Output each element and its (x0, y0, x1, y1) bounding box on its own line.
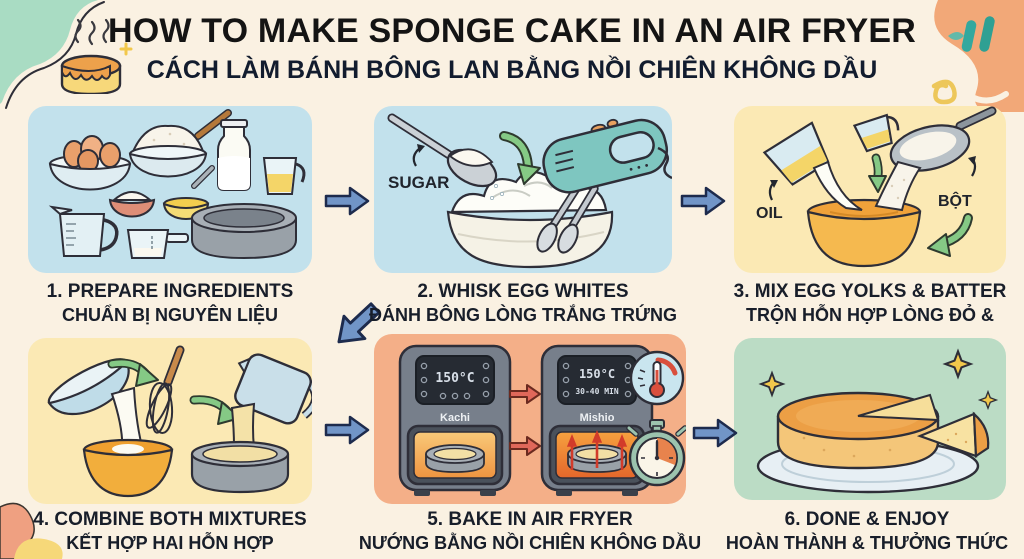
cake-icon (60, 18, 133, 94)
flow-arrow-4-5 (324, 415, 370, 445)
step-2-panel: SUGAR (374, 106, 672, 273)
cake-pan-filling-icon (190, 440, 290, 494)
power-cord (657, 146, 672, 180)
measuring-jug-icon (48, 205, 119, 257)
sugar-spoon-icon (387, 113, 504, 200)
fryer-2-brand: Mishio (580, 412, 615, 424)
step-3-caption: 3. MIX EGG YOLKS & BATTER TRỘN HỖN HỢP L… (734, 281, 1007, 326)
page-title: HOW TO MAKE SPONGE CAKE IN AN AIR FRYER (107, 12, 917, 50)
step-2-illustration: SUGAR (387, 113, 672, 269)
small-oil-jug-icon (852, 113, 900, 153)
air-fryer-1: 150°C Kachi (398, 344, 512, 496)
step-2-caption-en: 2. WHISK EGG WHITES (417, 281, 629, 302)
cake-slice-icon (916, 411, 990, 458)
step-6-caption-en: 6. DONE & ENJOY (784, 509, 950, 530)
step-1-caption: 1. PREPARE INGREDIENTS CHUẨN BỊ NGUYÊN L… (47, 281, 294, 326)
step-5-caption-vi: NƯỚNG BẰNG NỒI CHIÊN KHÔNG DẦU (358, 533, 702, 553)
step-4-illustration (47, 345, 312, 498)
pouring-stream (812, 160, 863, 211)
green-arrow-1-icon (107, 358, 159, 387)
corner-decoration-top-left (0, 0, 105, 109)
flour-sieve-icon (874, 106, 997, 212)
step-5-illustration: 150°C Kachi (398, 344, 686, 496)
step-6-caption: 6. DONE & ENJOY HOÀN THÀNH & THƯỞNG THỨC (726, 509, 1008, 554)
step-4-caption-en: 4. COMBINE BOTH MIXTURES (33, 509, 307, 530)
sparkle-icon (119, 42, 133, 56)
step-3-illustration: OIL BỘT (756, 106, 997, 268)
step-3-caption-vi: TRỘN HỖN HỢP LÒNG ĐỎ & (745, 305, 995, 325)
step-1-caption-vi: CHUẨN BỊ NGUYÊN LIỆU (61, 305, 279, 325)
swirl-icon (931, 79, 957, 105)
heat-wave-arrows (566, 429, 628, 470)
milk-bottle-icon (217, 119, 251, 191)
step-4-panel (28, 338, 312, 504)
green-arrow-icon (499, 131, 541, 185)
corner-decoration-top-right (931, 0, 1024, 112)
step-2-caption: 2. WHISK EGG WHITES ĐÁNH BÔNG LÒNG TRẮNG… (369, 281, 677, 326)
step-6-panel (734, 338, 1006, 500)
step-1-panel (28, 106, 312, 273)
air-fryer-2: 150°C 30-40 MIN Mishio (540, 344, 654, 496)
sugar-label: SUGAR (388, 173, 449, 192)
step-5-panel: 150°C Kachi (374, 334, 686, 504)
hand-mixer-icon (536, 118, 669, 254)
flow-arrow-3-4 (337, 302, 381, 344)
eggs-bowl-icon (48, 135, 132, 191)
step-4-caption-vi: KẾT HỢP HAI HỖN HỢP (66, 533, 274, 553)
step-5-caption: 5. BAKE IN AIR FRYER NƯỚNG BẰNG NỒI CHIÊ… (359, 509, 701, 554)
heat-transfer-arrow-1 (509, 384, 541, 404)
cake-pan-icon (191, 203, 297, 260)
step-6-illustration (756, 348, 999, 494)
flow-arrow-5-6 (692, 418, 738, 448)
step-3-caption-en: 3. MIX EGG YOLKS & BATTER (733, 281, 1007, 302)
flour-label: BỘT (938, 191, 972, 210)
heat-transfer-arrow-2 (509, 436, 541, 456)
oil-cup-icon (262, 157, 306, 195)
step-2-caption-vi: ĐÁNH BÔNG LÒNG TRẮNG TRỨNG (369, 305, 677, 325)
step-1-illustration (48, 109, 306, 260)
fryer-2-time-readout: 30-40 MIN (575, 387, 619, 396)
leaf-icon (948, 32, 964, 40)
flow-arrow-2-3 (680, 186, 726, 216)
step-4-caption: 4. COMBINE BOTH MIXTURES KẾT HỢP HAI HỖN… (33, 509, 306, 554)
step-3-panel: OIL BỘT (734, 106, 1006, 273)
whisk-icon (145, 345, 185, 434)
step-1-caption-en: 1. PREPARE INGREDIENTS (46, 281, 294, 302)
oil-label: OIL (756, 205, 783, 222)
green-arrow-curved-icon (927, 213, 973, 257)
fryer-2-temp-readout: 150°C (579, 367, 615, 381)
page-subtitle: CÁCH LÀM BÁNH BÔNG LAN BẰNG NỒI CHIÊN KH… (146, 56, 878, 84)
flow-arrow-1-2 (324, 186, 370, 216)
fryer-1-brand: Kachi (440, 412, 470, 424)
corner-decoration-bottom-left (0, 502, 63, 559)
sugar-bowl-icon (108, 191, 156, 218)
step-5-caption-en: 5. BAKE IN AIR FRYER (427, 509, 633, 530)
stopwatch-icon (626, 419, 686, 487)
sparkle-icon (758, 348, 999, 411)
fryer-1-temp-readout: 150°C (435, 371, 474, 386)
sponge-cake-icon (776, 391, 940, 470)
measuring-cup-icon (126, 229, 189, 259)
flour-bowl-icon (128, 109, 232, 178)
thermometer-icon (629, 350, 685, 406)
batter-bowl-icon (806, 198, 922, 268)
step-6-caption-vi: HOÀN THÀNH & THƯỞNG THỨC (725, 533, 1009, 553)
green-arrow-down-icon (868, 153, 887, 193)
orange-batter-bowl-icon (82, 438, 174, 498)
